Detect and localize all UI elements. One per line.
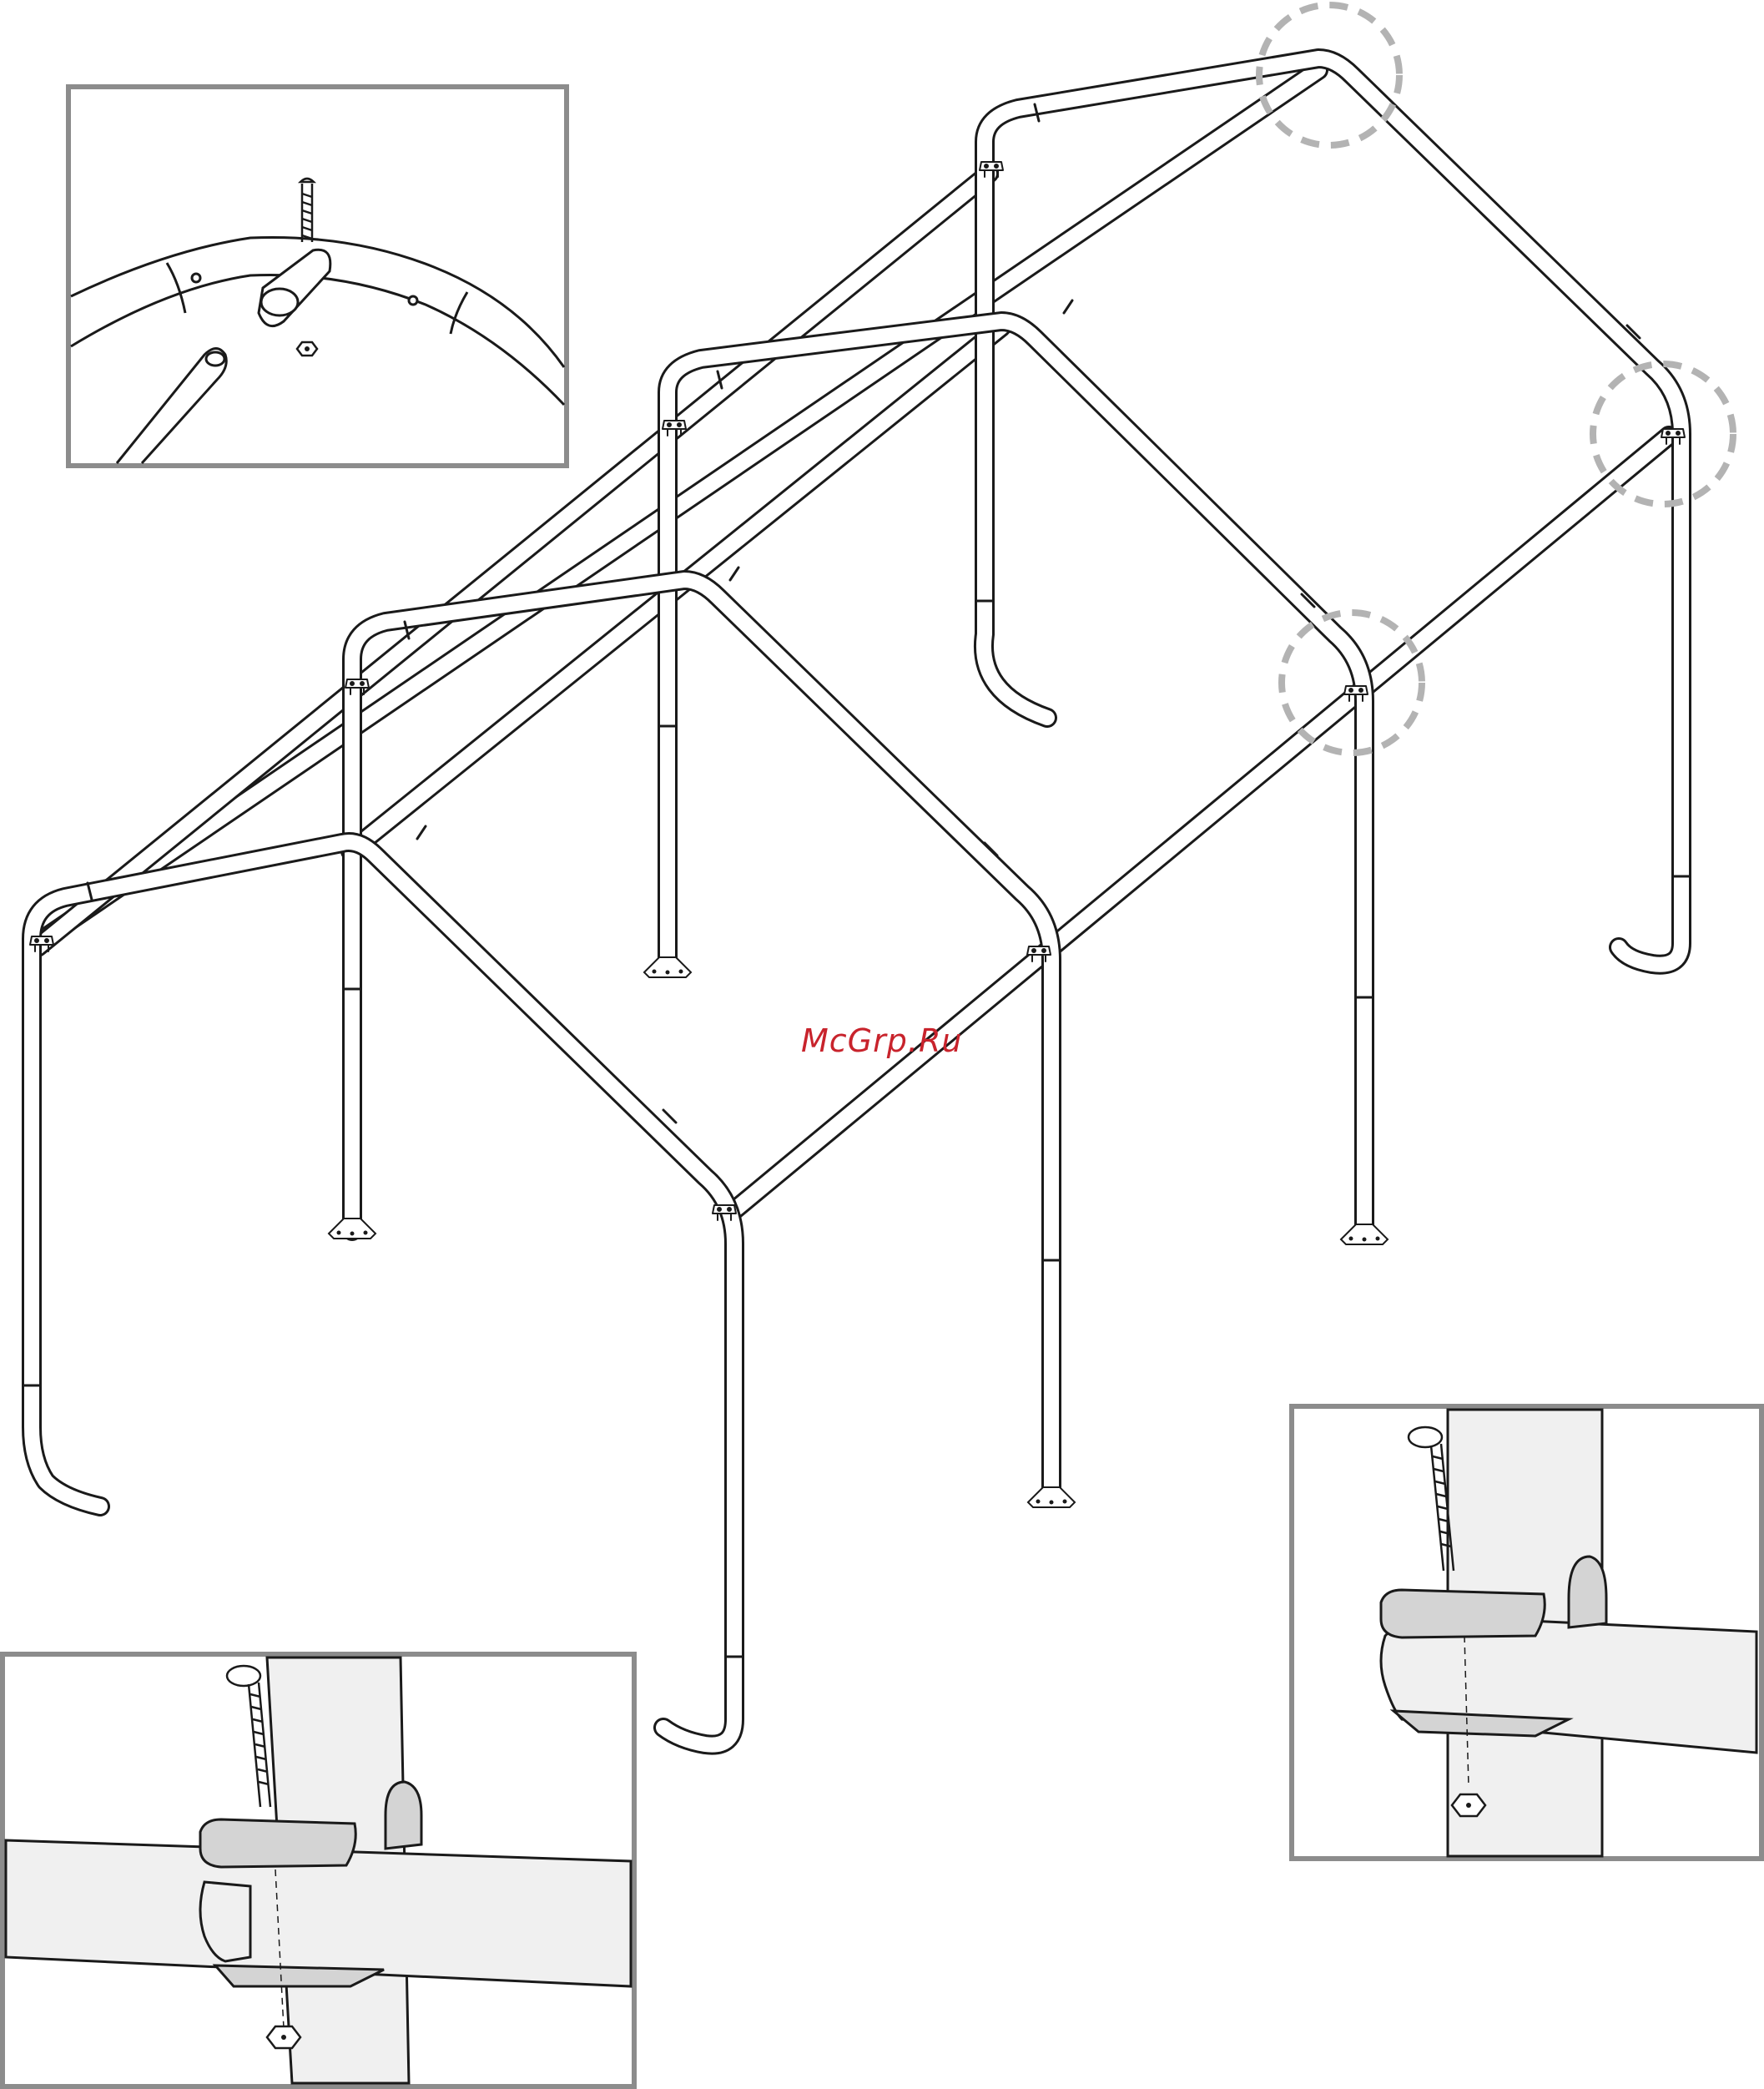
callout-third-corner-circle — [1282, 613, 1422, 753]
watermark-text: McGrp.Ru — [801, 1022, 962, 1059]
arch-front — [32, 842, 734, 1745]
inset-ridge-joint — [68, 87, 567, 466]
hex-nut — [267, 2026, 300, 2048]
inset-clamp-left — [3, 1654, 634, 2086]
purlin-right-eave — [734, 436, 1669, 1210]
inset-clamp-right — [1292, 1406, 1761, 1859]
hex-nut — [1452, 1794, 1485, 1816]
callout-ridge-circle — [1259, 5, 1399, 145]
hex-nut — [297, 342, 317, 356]
